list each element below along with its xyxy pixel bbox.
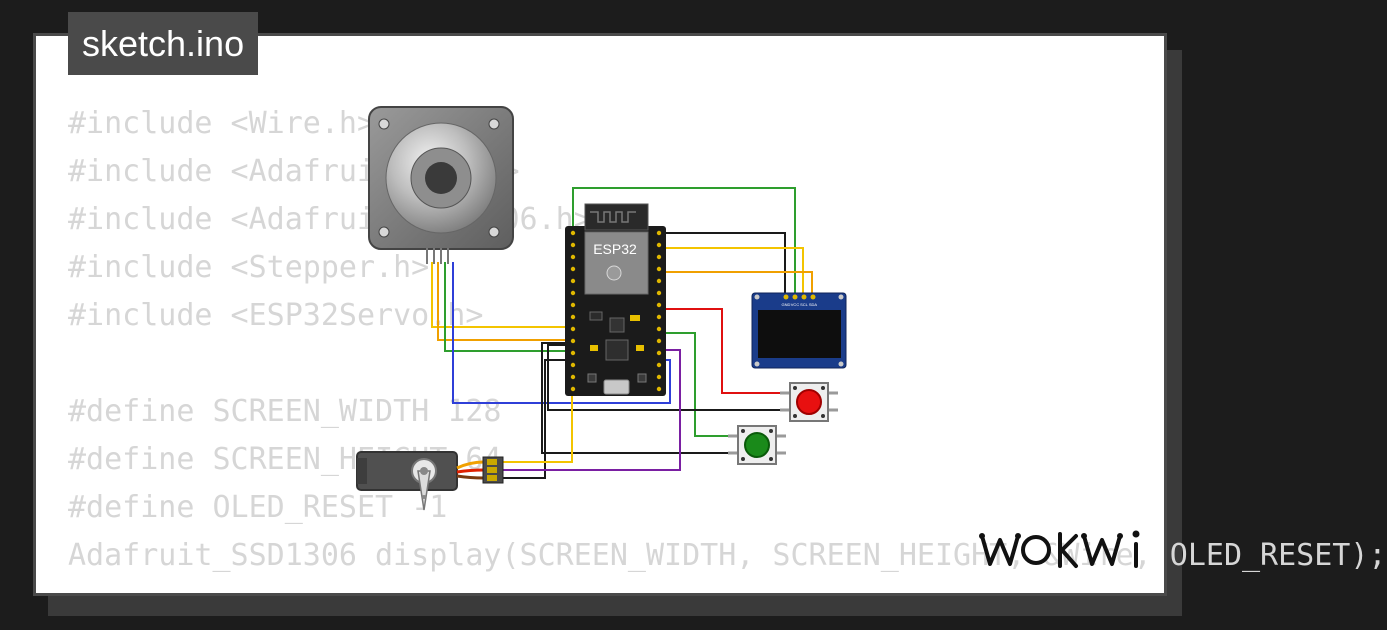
wire-red: [660, 308, 790, 394]
oled-pin-label: SDA: [809, 302, 818, 307]
green-pushbutton-icon[interactable]: [728, 425, 786, 465]
wire-blue: [452, 262, 671, 404]
code-line: #include <Stepper.h>: [68, 250, 430, 285]
oled-display-icon[interactable]: GND VCC SCL SDA: [751, 292, 847, 369]
wire-black: [547, 344, 790, 411]
wire-black: [541, 342, 738, 454]
wokwi-logo-mark: [979, 530, 1140, 568]
esp32-pins-left: [570, 230, 576, 392]
wire-purple: [503, 349, 681, 471]
wire-black: [660, 232, 786, 296]
stepper-motor-icon[interactable]: [368, 106, 514, 264]
wires: [431, 187, 813, 479]
file-tab[interactable]: sketch.ino: [68, 12, 259, 75]
wire-orange: [437, 262, 573, 341]
wire-green: [444, 262, 573, 352]
red-pushbutton-icon[interactable]: [780, 382, 838, 422]
wire-green: [660, 332, 738, 437]
oled-pin-label: VCC: [791, 302, 800, 307]
wire-green: [572, 187, 796, 296]
code-line: #define SCREEN_WIDTH 128: [68, 394, 502, 429]
wire-yellow: [503, 385, 573, 463]
servo-icon[interactable]: [356, 451, 504, 511]
esp32-board-icon[interactable]: ESP32: [565, 203, 666, 396]
esp32-pins-right: [656, 230, 662, 392]
oled-pin-label: GND: [782, 302, 791, 307]
esp32-label: ESP32: [593, 241, 637, 257]
wire-yellow: [431, 262, 573, 328]
wire-black: [503, 359, 573, 479]
code-line: #define OLED_RESET -1: [68, 490, 448, 525]
code-line: #include <Wire.h>: [68, 106, 376, 141]
wire-yellow: [660, 271, 813, 296]
code-preview: #include <Wire.h>#include <Adafruit_GFX.…: [68, 100, 1387, 580]
oled-pin-label: SCL: [800, 302, 809, 307]
circuit-diagram: ESP32: [356, 106, 847, 511]
wokwi-logo: [978, 526, 1150, 579]
wire-yellow: [660, 247, 804, 296]
